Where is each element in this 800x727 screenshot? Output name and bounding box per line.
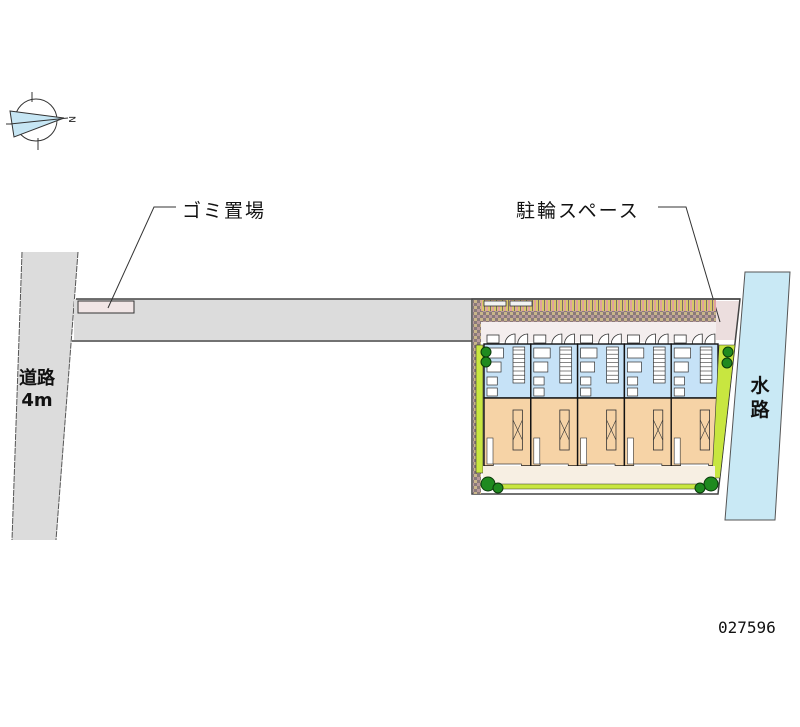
washbasin: [627, 387, 639, 397]
closet-x: [699, 419, 710, 441]
paving-strip: [473, 300, 716, 311]
road-name: 道路: [19, 368, 55, 389]
ac-unit: [580, 437, 587, 465]
toilet: [673, 376, 685, 386]
door-icon: [610, 333, 622, 345]
toilet: [580, 376, 592, 386]
balcony-area: [483, 466, 715, 484]
meter-box: [509, 300, 533, 307]
door-icon: [645, 333, 656, 345]
tree-icon: [694, 482, 706, 494]
tree-icon: [480, 356, 492, 368]
washing-machine: [627, 361, 642, 373]
closet-x: [653, 419, 664, 441]
meter-icon: [486, 334, 500, 344]
door-icon: [517, 333, 529, 345]
compass: N: [6, 92, 76, 150]
bicycle-space: [716, 301, 740, 340]
door-icon: [657, 333, 669, 345]
toilet: [533, 376, 545, 386]
closet-x: [559, 419, 570, 441]
road: [12, 252, 78, 540]
road-width: 4m: [21, 390, 53, 411]
closet: [699, 409, 710, 451]
washbasin: [486, 387, 498, 397]
kitchen-counter: [580, 347, 598, 359]
washing-machine: [533, 361, 549, 373]
washbasin: [580, 387, 592, 397]
ac-unit: [533, 437, 541, 465]
meter-icon: [673, 334, 687, 344]
closet-x: [606, 419, 617, 441]
garbage-leader-line: [107, 206, 176, 309]
meter-icon: [533, 334, 547, 344]
ac-unit: [673, 437, 681, 465]
door-icon: [504, 333, 516, 345]
garbage-area-label: ゴミ置場: [182, 200, 267, 222]
property-id: 027596: [718, 618, 776, 637]
closet: [606, 409, 617, 451]
door-icon: [564, 333, 575, 345]
washbasin: [673, 387, 685, 397]
kitchen-counter: [673, 347, 691, 359]
closet: [653, 409, 664, 451]
waterway-label-1: 水: [750, 375, 770, 397]
washing-machine: [673, 361, 689, 373]
door-icon: [704, 333, 716, 345]
washing-machine: [580, 361, 595, 373]
staircase: [653, 346, 666, 384]
garden-left: [475, 344, 484, 474]
garbage-area: [77, 300, 135, 314]
tree-icon: [703, 476, 719, 492]
washbasin: [533, 387, 545, 397]
tree-icon: [480, 346, 492, 358]
ac-unit: [486, 437, 494, 465]
waterway-label: 水 路: [748, 374, 772, 422]
staircase: [512, 346, 526, 384]
waterway-label-2: 路: [750, 399, 770, 421]
kitchen-counter: [533, 347, 551, 359]
garden-bottom: [489, 483, 713, 490]
compass-needle: [9, 117, 69, 125]
toilet: [627, 376, 639, 386]
north-label: N: [66, 116, 76, 123]
bicycle-space-label: 駐輪スペース: [516, 200, 640, 222]
meter-box: [483, 300, 507, 307]
bicycle-leader-line: [658, 206, 721, 323]
door-icon: [598, 333, 610, 345]
staircase: [606, 346, 619, 384]
units: [483, 333, 719, 469]
toilet: [486, 376, 498, 386]
closet-x: [512, 419, 523, 441]
road-label: 道路 4m: [14, 368, 60, 412]
site-boundary: [471, 298, 741, 495]
door-icon: [691, 333, 703, 345]
meter-icon: [580, 334, 593, 344]
paving-strip: [473, 311, 716, 322]
kitchen-counter: [627, 347, 645, 359]
meter-icon: [627, 334, 640, 344]
tree-icon: [492, 482, 504, 494]
garden-right: [711, 344, 736, 479]
waterway: [724, 271, 791, 521]
door-icon: [551, 333, 563, 345]
access-path: [74, 299, 472, 340]
staircase: [559, 346, 572, 384]
staircase: [699, 346, 713, 384]
trees: [480, 346, 734, 494]
tree-icon: [722, 346, 734, 358]
ac-unit: [627, 437, 634, 465]
closet: [512, 409, 523, 451]
tree-icon: [721, 357, 733, 369]
closet: [559, 409, 570, 451]
